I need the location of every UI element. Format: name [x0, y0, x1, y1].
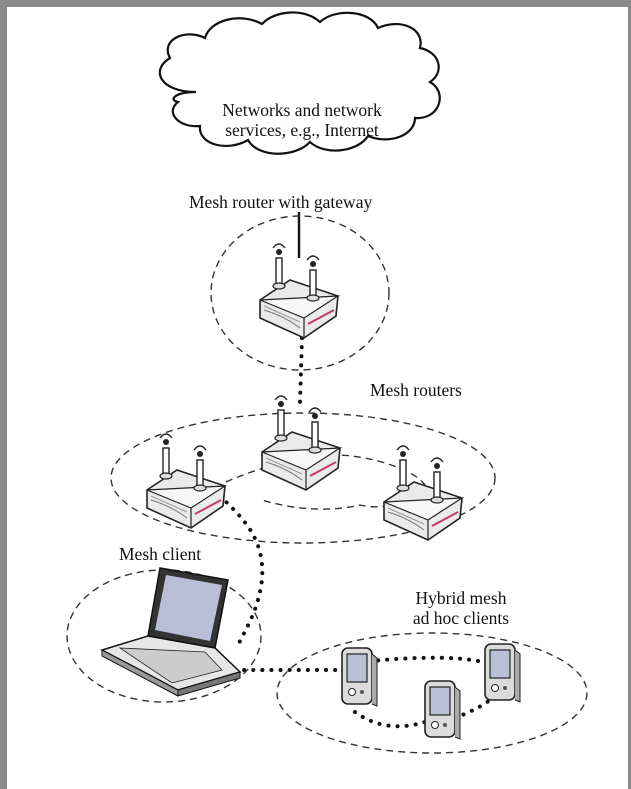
router-zone — [110, 412, 496, 544]
link-pda-bottom-left — [353, 710, 427, 729]
pda-icon-center — [424, 680, 461, 740]
router-icon-gateway — [259, 243, 339, 339]
cloud-label-line1: Networks and network — [222, 100, 382, 120]
hybrid-zone — [276, 632, 588, 754]
cloud-label-line2: services, e.g., Internet — [225, 120, 379, 140]
client-label: Mesh client — [119, 544, 202, 564]
hybrid-label-line1: Hybrid mesh — [415, 588, 507, 608]
laptop-icon — [100, 567, 242, 697]
link-router-laptop — [218, 494, 265, 647]
cloud-icon — [158, 11, 441, 155]
router-icon-left — [146, 433, 226, 529]
cloud-label: Networks and network services, e.g., Int… — [196, 100, 408, 140]
pda-icon-left — [341, 647, 378, 707]
hybrid-label: Hybrid mesh ad hoc clients — [396, 588, 526, 628]
router-link-dashed — [214, 454, 426, 510]
routers-label: Mesh routers — [370, 380, 462, 400]
hybrid-label-line2: ad hoc clients — [412, 608, 510, 628]
link-gateway-router — [298, 336, 304, 404]
link-pda-bottom-right — [453, 696, 494, 720]
pda-icon-right — [484, 643, 521, 703]
gateway-label: Mesh router with gateway — [189, 192, 373, 212]
router-icon-right — [383, 445, 463, 541]
router-icon-center — [261, 395, 341, 491]
link-pda-top — [358, 655, 492, 666]
gateway-zone — [210, 215, 390, 371]
